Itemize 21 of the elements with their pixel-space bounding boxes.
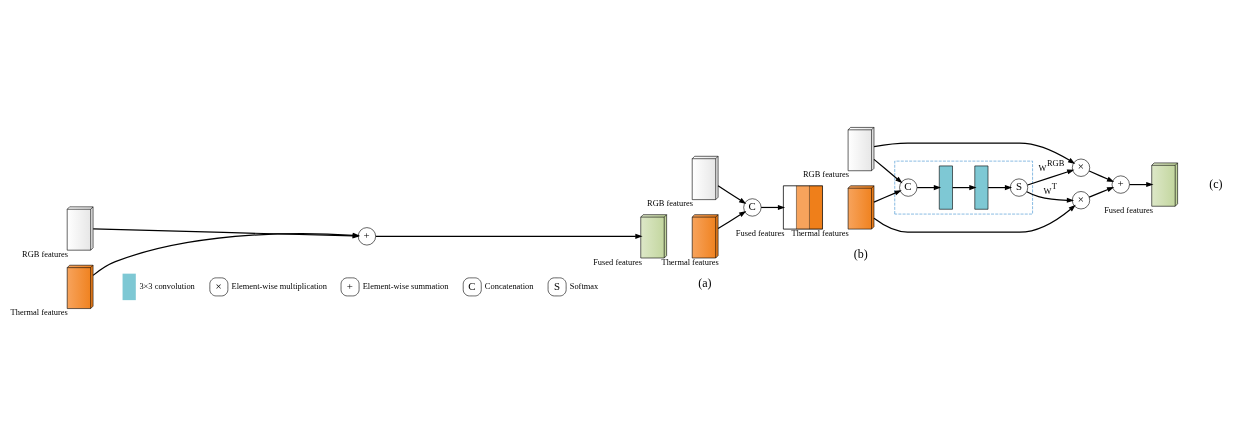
node-label: Thermal features: [661, 256, 719, 267]
label: S: [554, 279, 561, 292]
label: (a): [698, 275, 712, 290]
node-label: Fused features: [593, 256, 643, 267]
node-label: Thermal features: [791, 227, 849, 238]
label: (b): [853, 247, 868, 262]
legend-label: Element-wise summation: [362, 281, 449, 292]
legend-label: 3×3 convolution: [139, 281, 195, 292]
node-label: Fused features: [1104, 204, 1153, 215]
legend-label: Concatenation: [484, 281, 534, 292]
node-label: RGB features: [802, 169, 849, 180]
legend-label: Element-wise multiplication: [231, 281, 327, 292]
node-label: Fused features: [735, 227, 785, 238]
legend-label: Softmax: [569, 281, 599, 292]
label: +: [346, 279, 353, 292]
label: ×: [215, 279, 222, 292]
node-label: RGB features: [647, 198, 694, 209]
node-label: RGB features: [22, 248, 69, 259]
label: (c): [1209, 176, 1223, 191]
node-label: Thermal features: [10, 307, 68, 318]
label: C: [468, 279, 476, 292]
